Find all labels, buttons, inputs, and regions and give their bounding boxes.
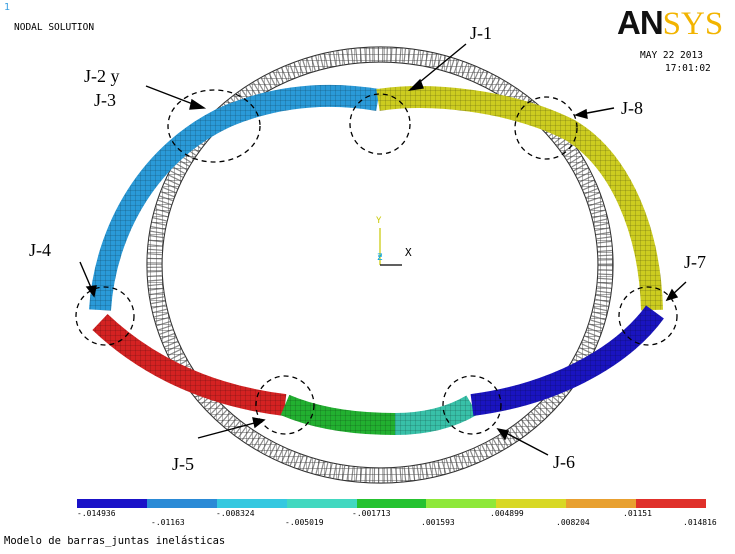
- axis-z-label: Z: [377, 253, 383, 263]
- joint-circles: [75, 89, 678, 435]
- axis-y-label: Y: [376, 216, 382, 226]
- legend-color-segment: [496, 499, 567, 508]
- joint-circle-j5: [255, 375, 315, 435]
- plot-time: 17:01:02: [665, 63, 711, 74]
- legend-label-bottom-3: .001593: [421, 518, 455, 527]
- axes-triad: [378, 228, 402, 266]
- caption: Modelo de barras_juntas inelásticas: [4, 535, 226, 547]
- joint-circle-j4: [75, 286, 135, 346]
- legend-color-segment: [566, 499, 637, 508]
- legend-color-segment: [216, 499, 288, 508]
- legend-color-segment: [286, 499, 358, 508]
- legend-color-segment: [77, 499, 148, 508]
- joint-circle-j7: [618, 286, 678, 346]
- window-number: 1: [4, 2, 11, 13]
- legend-label-bottom-2: -.005019: [285, 518, 324, 527]
- undeformed-ring: [146, 46, 614, 484]
- axis-x-label: X: [405, 246, 412, 259]
- joint-label-j6: J-6: [553, 452, 575, 472]
- joint-circle-j8: [514, 96, 578, 160]
- ansys-logo: ANSYS: [617, 4, 723, 42]
- joint-label-j2-line2: J-3: [94, 90, 116, 110]
- legend-label-top-3: -.001713: [352, 509, 391, 518]
- deformed-segments: [89, 84, 664, 435]
- legend-label-top-2: -.008324: [216, 509, 255, 518]
- legend-color-segment: [356, 499, 427, 508]
- plot-title: NODAL SOLUTION: [14, 22, 95, 33]
- legend-label-bottom-4: .008204: [556, 518, 590, 527]
- logo-an: AN: [617, 4, 664, 41]
- legend-label-bottom-5: .014816: [683, 518, 717, 527]
- joint-label-j8: J-8: [621, 98, 643, 118]
- logo-sys: SYS: [662, 6, 724, 42]
- joint-label-j4: J-4: [29, 240, 51, 260]
- joint-label-j7: J-7: [684, 252, 706, 272]
- legend-label-top-5: .01151: [623, 509, 652, 518]
- joint-label-j2-line1: J-2 y: [84, 66, 120, 86]
- legend-label-top-1: -.014936: [77, 509, 116, 518]
- joint-circle-j1: [349, 93, 411, 155]
- plot-date: MAY 22 2013: [640, 50, 703, 61]
- legend-color-segment: [426, 499, 497, 508]
- legend-color-segment: [146, 499, 218, 508]
- pointer-arrows: [79, 43, 687, 456]
- legend-color-segment: [636, 499, 707, 508]
- joint-label-j1: J-1: [470, 23, 492, 43]
- legend-label-bottom-1: -.01163: [151, 518, 185, 527]
- joint-label-j5: J-5: [172, 454, 194, 474]
- legend-label-top-4: .004899: [490, 509, 524, 518]
- joint-circle-j6: [442, 375, 502, 435]
- joint-circle-j2-j3: [167, 89, 261, 163]
